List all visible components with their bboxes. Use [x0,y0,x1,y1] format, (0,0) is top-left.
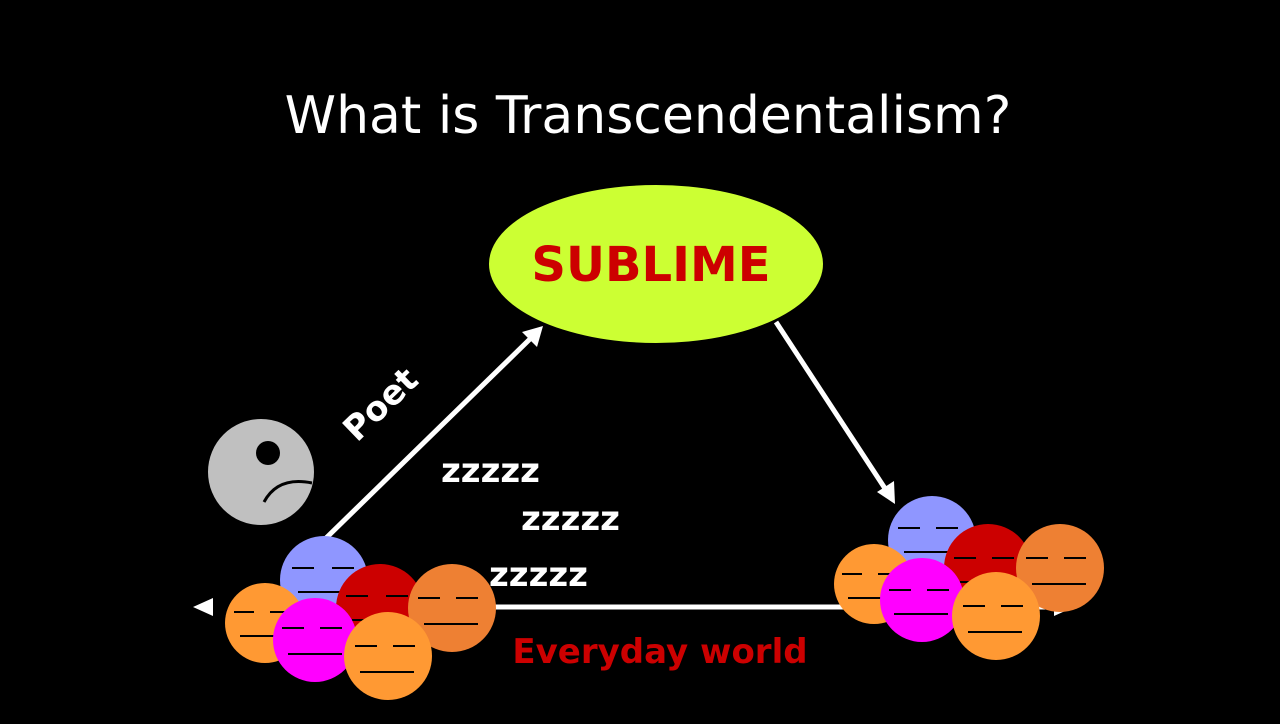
poet-face [208,419,314,525]
poet-eye [256,441,280,465]
sleeping-face [273,598,357,682]
poet-arrow-head [522,326,543,347]
everyday-arrow-left-head [193,598,213,616]
right-crowd [834,496,1104,660]
sleeping-face [408,564,496,652]
sleeping-face [952,572,1040,660]
snore-text-3: zzzzz [489,555,588,595]
sublime-arrow-head [877,481,895,504]
left-crowd [225,536,496,700]
snore-text-2: zzzzz [521,499,620,539]
sublime-ellipse [489,185,823,343]
sleeping-face [344,612,432,700]
poet-frown [262,480,313,503]
everyday-world-label: Everyday world [512,632,807,672]
sleeping-face [1016,524,1104,612]
sublime-label: SUBLIME [531,237,770,293]
sublime-to-crowd-arrow [773,320,889,492]
sleeping-face [880,558,964,642]
slide-title: What is Transcendentalism? [285,86,1012,146]
snore-text-1: zzzzz [441,451,540,491]
poet-to-sublime-arrow [320,336,533,544]
poet-label: Poet [335,360,426,450]
